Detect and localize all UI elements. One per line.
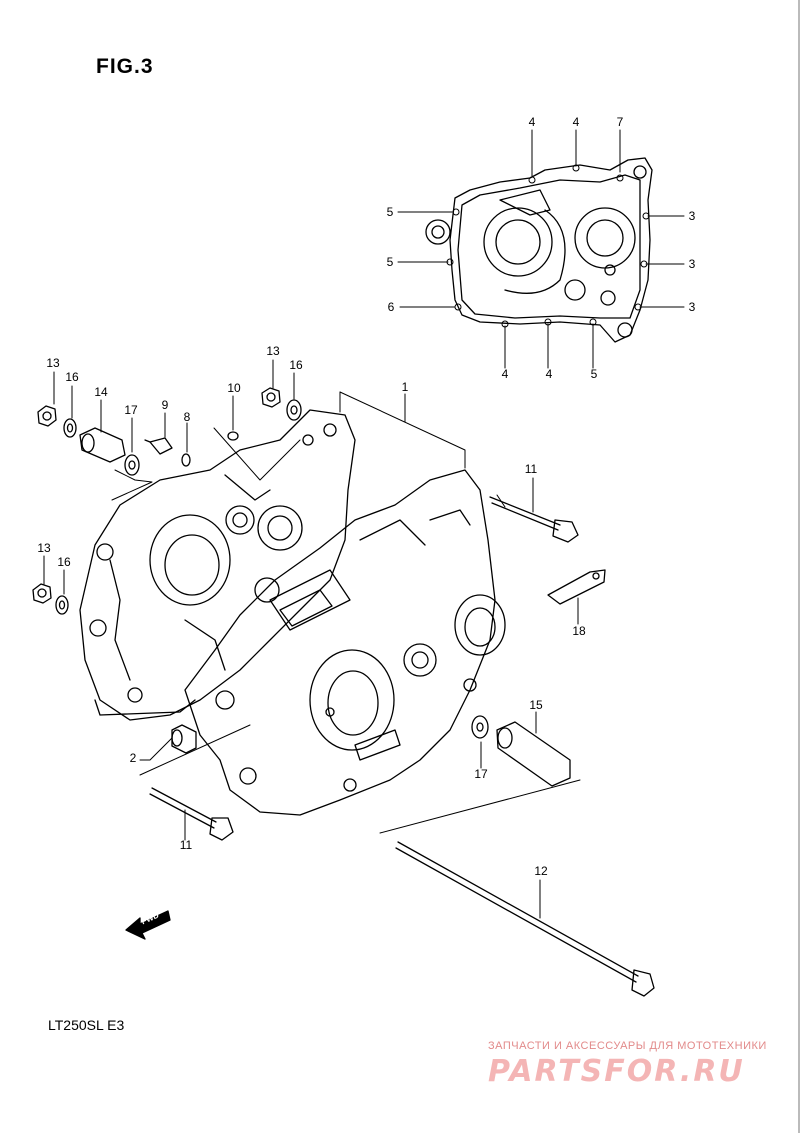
callout-11: 11 <box>179 838 193 852</box>
callout-17: 17 <box>474 767 488 781</box>
assembly-guide-lines <box>139 477 581 919</box>
small-parts-leader-lines <box>43 359 301 595</box>
fwd-arrow <box>125 910 171 940</box>
right-crankcase-half <box>184 469 506 816</box>
callout-4: 4 <box>528 115 536 129</box>
callout-3: 3 <box>688 257 696 271</box>
callout-8: 8 <box>183 410 191 424</box>
callout-4: 4 <box>501 367 509 381</box>
crankcase-gasket <box>425 157 653 343</box>
page-edge <box>798 0 800 1133</box>
callout-5: 5 <box>386 205 394 219</box>
callout-16: 16 <box>289 358 303 372</box>
callout-14: 14 <box>94 385 108 399</box>
callout-7: 7 <box>616 115 624 129</box>
small-parts-upper-left <box>32 387 302 615</box>
callout-15: 15 <box>529 698 543 712</box>
model-code: LT250SL E3 <box>48 1017 125 1033</box>
figure-title: FIG.3 <box>96 55 154 78</box>
callout-13: 13 <box>37 541 51 555</box>
callout-4: 4 <box>572 115 580 129</box>
callout-5: 5 <box>590 367 598 381</box>
callout-16: 16 <box>65 370 79 384</box>
callout-6: 6 <box>387 300 395 314</box>
part-1-bracket <box>339 391 466 469</box>
callout-12: 12 <box>534 864 548 878</box>
callout-16: 16 <box>57 555 71 569</box>
callout-1: 1 <box>401 380 409 394</box>
bolts-and-pins <box>149 494 655 997</box>
callout-10: 10 <box>227 381 241 395</box>
callout-13: 13 <box>266 344 280 358</box>
callout-5: 5 <box>386 255 394 269</box>
callout-9: 9 <box>161 398 169 412</box>
callout-18: 18 <box>572 624 586 638</box>
callout-11: 11 <box>524 462 538 476</box>
callout-13: 13 <box>46 356 60 370</box>
callout-4: 4 <box>545 367 553 381</box>
watermark-tagline: ЗАПЧАСТИ И АКСЕССУАРЫ ДЛЯ МОТОТЕХНИКИ <box>488 1040 767 1052</box>
watermark-logo: PARTSFOR.RU <box>488 1054 745 1089</box>
callout-17: 17 <box>124 403 138 417</box>
left-crankcase-half <box>79 409 356 721</box>
callout-3: 3 <box>688 209 696 223</box>
callout-2: 2 <box>129 751 137 765</box>
gasket-leader-lines <box>397 129 685 369</box>
callout-3: 3 <box>688 300 696 314</box>
